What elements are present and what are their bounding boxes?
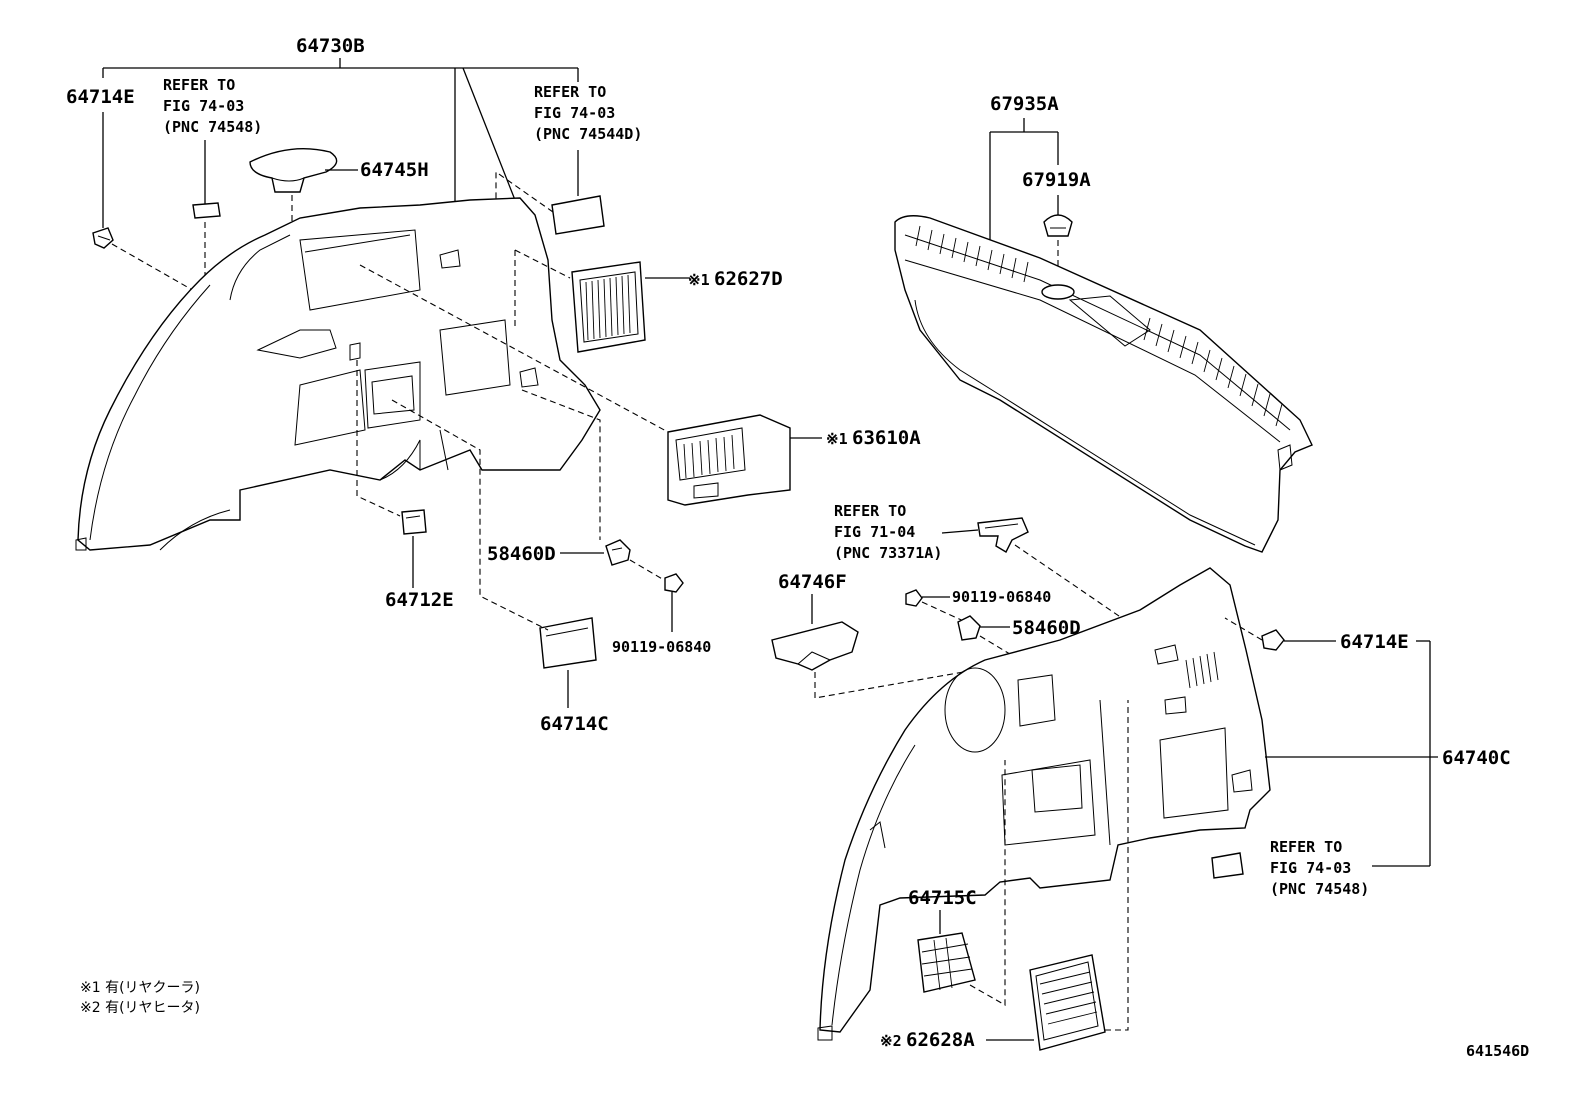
svg-text:REFER TO: REFER TO (534, 83, 606, 101)
part-number-64714E-left: 64714E (66, 86, 135, 108)
part-number-67935A: 67935A (990, 93, 1059, 115)
part-number-64740C: 64740C (1442, 747, 1511, 769)
svg-text:(PNC 73371A): (PNC 73371A) (834, 544, 942, 562)
part-number-64730B: 64730B (296, 35, 365, 57)
quarter-trim-panel-left (75, 197, 601, 551)
vent-grille-icon (917, 760, 1006, 1006)
svg-text:FIG 74-03: FIG 74-03 (163, 97, 244, 115)
part-number-58460D-left: 58460D (487, 543, 556, 565)
part-number-62628A: 62628A (906, 1029, 975, 1051)
svg-text:(PNC 74548): (PNC 74548) (163, 118, 262, 136)
mark-62627D: ※1 (688, 271, 710, 289)
part-number-64745H: 64745H (360, 159, 429, 181)
figure-id: 641546D (1466, 1042, 1529, 1060)
part-number-62627D: 62627D (714, 268, 783, 290)
svg-text:FIG 74-03: FIG 74-03 (534, 104, 615, 122)
reference-74548-left: REFER TO FIG 74-03 (PNC 74548) (163, 76, 262, 136)
part-number-64714E-right: 64714E (1340, 631, 1409, 653)
cover-piece-icon (1211, 852, 1244, 879)
nut-icon (521, 389, 631, 566)
svg-text:FIG 74-03: FIG 74-03 (1270, 859, 1351, 877)
footnote-2: ※2 有(リヤヒータ) (80, 1000, 200, 1016)
part-number-64715C: 64715C (908, 887, 977, 909)
part-number-64714C: 64714C (540, 713, 609, 735)
vent-grille-icon (986, 700, 1129, 1051)
part-number-67919A: 67919A (1022, 169, 1091, 191)
cover-plate-icon (391, 399, 597, 708)
leader-64740C (1265, 640, 1438, 867)
nut-icon (957, 615, 1236, 791)
part-number-90119-right: 90119-06840 (952, 588, 1051, 606)
mark-62628A: ※2 (880, 1032, 902, 1050)
footnote-1: ※1 有(リヤクーラ) (80, 980, 200, 996)
part-number-64712E: 64712E (385, 589, 454, 611)
svg-text:REFER TO: REFER TO (834, 502, 906, 520)
clip-icon (1224, 617, 1336, 651)
screw-icon (629, 559, 684, 632)
quarter-trim-panel-right (817, 567, 1271, 1041)
mark-63610A: ※1 (826, 430, 848, 448)
part-number-63610A: 63610A (852, 427, 921, 449)
bracket-icon (941, 517, 1161, 645)
svg-text:(PNC 74544D): (PNC 74544D) (534, 125, 642, 143)
svg-text:REFER TO: REFER TO (163, 76, 235, 94)
leader-64730B (102, 58, 579, 228)
part-number-58460D-right: 58460D (1012, 617, 1081, 639)
leader-67935A (989, 118, 1059, 250)
svg-text:REFER TO: REFER TO (1270, 838, 1342, 856)
cup-holder-icon (771, 594, 976, 699)
part-number-64746F: 64746F (778, 571, 847, 593)
reference-74544D: REFER TO FIG 74-03 (PNC 74544D) (534, 83, 642, 143)
air-duct-icon (359, 264, 822, 506)
svg-text:FIG 71-04: FIG 71-04 (834, 523, 915, 541)
hook-icon (356, 360, 427, 588)
clip-icon (1043, 195, 1073, 286)
svg-text:(PNC 74548): (PNC 74548) (1270, 880, 1369, 898)
tonneau-board (894, 215, 1313, 553)
reference-74548-right: REFER TO FIG 74-03 (PNC 74548) (1270, 838, 1369, 898)
vent-grille-icon (514, 249, 690, 353)
part-number-90119-left: 90119-06840 (612, 638, 711, 656)
reference-73371A: REFER TO FIG 71-04 (PNC 73371A) (834, 502, 942, 562)
